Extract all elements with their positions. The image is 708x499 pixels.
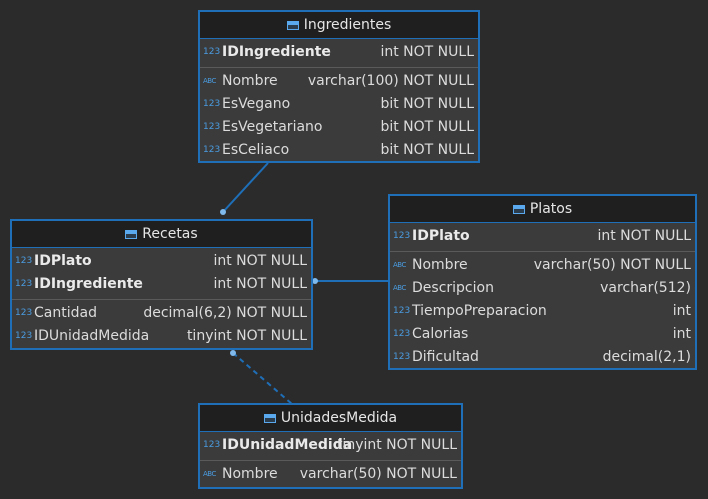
entity-header[interactable]: Recetas — [12, 221, 311, 248]
column-name: EsVegano — [222, 96, 291, 112]
table-icon — [125, 230, 138, 239]
column-type: int NOT NULL — [380, 44, 474, 60]
entity-ingredientes[interactable]: Ingredientes 123 IDIngrediente int NOT N… — [198, 10, 480, 163]
column-row[interactable]: 123 IDUnidadMedida tinyint NOT NULL — [12, 325, 311, 348]
column-name: IDIngrediente — [222, 44, 331, 60]
column-type: decimal(2,1) — [602, 349, 691, 365]
column-row[interactable]: 123 EsCeliaco bit NOT NULL — [200, 139, 478, 162]
column-name: Descripcion — [412, 280, 494, 296]
text-type-icon: ABC — [203, 77, 216, 85]
column-type: decimal(6,2) NOT NULL — [143, 305, 307, 321]
column-type: int — [672, 326, 691, 342]
numeric-type-icon: 123 — [15, 308, 33, 318]
numeric-type-icon: 123 — [203, 145, 221, 155]
column-type: bit NOT NULL — [380, 119, 474, 135]
numeric-type-icon: 123 — [393, 329, 411, 339]
numeric-type-icon: 123 — [203, 47, 221, 57]
numeric-type-icon: 123 — [393, 352, 411, 362]
column-name: Nombre — [412, 257, 468, 273]
column-name: IDIngrediente — [34, 276, 143, 292]
column-row[interactable]: 123 Calorias int — [390, 323, 695, 346]
column-type: varchar(100) NOT NULL — [307, 73, 474, 89]
column-row[interactable]: 123 IDIngrediente int NOT NULL — [12, 273, 311, 296]
column-type: bit NOT NULL — [380, 96, 474, 112]
column-row[interactable]: 123 IDPlato int NOT NULL — [390, 225, 695, 248]
column-row[interactable]: 123 EsVegetariano bit NOT NULL — [200, 116, 478, 139]
column-row[interactable]: ABC Nombre varchar(50) NOT NULL — [390, 254, 695, 277]
column-name: Dificultad — [412, 349, 479, 365]
columns-section: ABC Nombre varchar(50) NOT NULL ABC Desc… — [390, 252, 695, 371]
column-type: varchar(512) — [600, 280, 691, 296]
column-name: Calorias — [412, 326, 469, 342]
numeric-type-icon: 123 — [15, 279, 33, 289]
column-name: EsCeliaco — [222, 142, 290, 158]
numeric-type-icon: 123 — [203, 440, 221, 450]
entity-header[interactable]: Platos — [390, 196, 695, 223]
primary-key-section: 123 IDPlato int NOT NULL — [390, 223, 695, 252]
column-name: TiempoPreparacion — [412, 303, 547, 319]
entity-title: Ingredientes — [303, 17, 392, 33]
column-type: int NOT NULL — [213, 253, 307, 269]
entity-header[interactable]: Ingredientes — [200, 12, 478, 39]
column-row[interactable]: 123 Dificultad decimal(2,1) — [390, 346, 695, 369]
column-name: Nombre — [222, 73, 278, 89]
column-row[interactable]: ABC Nombre varchar(50) NOT NULL — [200, 463, 461, 486]
column-name: Nombre — [222, 466, 278, 482]
relationship-recetas-unidadesmedida[interactable] — [232, 352, 293, 405]
column-name: IDUnidadMedida — [34, 328, 150, 344]
entity-title: Platos — [529, 201, 573, 217]
column-type: varchar(50) NOT NULL — [299, 466, 457, 482]
numeric-type-icon: 123 — [393, 306, 411, 316]
text-type-icon: ABC — [393, 261, 406, 269]
primary-key-section: 123 IDUnidadMedida tinyint NOT NULL — [200, 432, 461, 461]
entity-recetas[interactable]: Recetas 123 IDPlato int NOT NULL 123 IDI… — [10, 219, 313, 350]
column-name: IDUnidadMedida — [222, 437, 353, 453]
entity-header[interactable]: UnidadesMedida — [200, 405, 461, 432]
column-type: bit NOT NULL — [380, 142, 474, 158]
table-icon — [263, 414, 276, 423]
entity-unidadesmedida[interactable]: UnidadesMedida 123 IDUnidadMedida tinyin… — [198, 403, 463, 489]
columns-section: ABC Nombre varchar(100) NOT NULL 123 EsV… — [200, 68, 478, 164]
columns-section: ABC Nombre varchar(50) NOT NULL — [200, 461, 461, 488]
column-type: tinyint NOT NULL — [336, 437, 457, 453]
table-icon — [286, 21, 299, 30]
relationship-recetas-ingredientes[interactable] — [222, 162, 269, 213]
column-type: varchar(50) NOT NULL — [533, 257, 691, 273]
column-type: int — [672, 303, 691, 319]
column-type: int NOT NULL — [213, 276, 307, 292]
entity-title: UnidadesMedida — [280, 410, 398, 426]
column-name: IDPlato — [34, 253, 92, 269]
columns-section: 123 Cantidad decimal(6,2) NOT NULL 123 I… — [12, 300, 311, 350]
entity-title: Recetas — [142, 226, 198, 242]
text-type-icon: ABC — [393, 284, 406, 292]
primary-key-section: 123 IDPlato int NOT NULL 123 IDIngredien… — [12, 248, 311, 300]
primary-key-section: 123 IDIngrediente int NOT NULL — [200, 39, 478, 68]
column-row[interactable]: ABC Descripcion varchar(512) — [390, 277, 695, 300]
numeric-type-icon: 123 — [15, 331, 33, 341]
column-row[interactable]: ABC Nombre varchar(100) NOT NULL — [200, 70, 478, 93]
numeric-type-icon: 123 — [203, 99, 221, 109]
column-type: tinyint NOT NULL — [186, 328, 307, 344]
column-name: Cantidad — [34, 305, 97, 321]
column-row[interactable]: 123 IDPlato int NOT NULL — [12, 250, 311, 273]
relationship-endpoint-dot — [230, 350, 236, 356]
numeric-type-icon: 123 — [393, 231, 411, 241]
column-type: int NOT NULL — [597, 228, 691, 244]
column-name: EsVegetariano — [222, 119, 323, 135]
column-name: IDPlato — [412, 228, 470, 244]
numeric-type-icon: 123 — [15, 256, 33, 266]
column-row[interactable]: 123 IDIngrediente int NOT NULL — [200, 41, 478, 64]
relationship-endpoint-dot — [220, 209, 226, 215]
numeric-type-icon: 123 — [203, 122, 221, 132]
column-row[interactable]: 123 IDUnidadMedida tinyint NOT NULL — [200, 434, 461, 457]
column-row[interactable]: 123 Cantidad decimal(6,2) NOT NULL — [12, 302, 311, 325]
table-icon — [512, 205, 525, 214]
text-type-icon: ABC — [203, 470, 216, 478]
column-row[interactable]: 123 TiempoPreparacion int — [390, 300, 695, 323]
column-row[interactable]: 123 EsVegano bit NOT NULL — [200, 93, 478, 116]
entity-platos[interactable]: Platos 123 IDPlato int NOT NULL ABC Nomb… — [388, 194, 697, 370]
